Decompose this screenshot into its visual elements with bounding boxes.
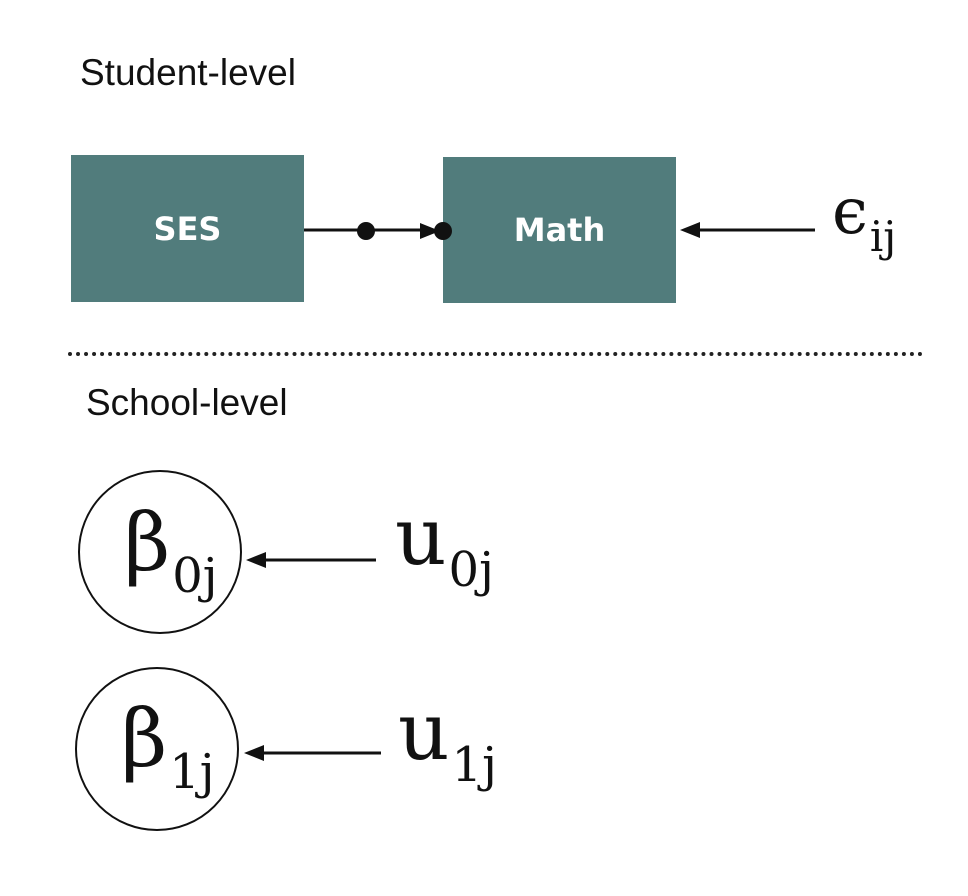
u1-to-beta1-arrowhead xyxy=(244,745,264,761)
u-1j-symbol: u1j xyxy=(398,685,497,793)
math-node: Math xyxy=(443,157,676,303)
beta1-base: β xyxy=(121,692,168,785)
ses-to-math-arrowhead xyxy=(420,223,440,239)
u0-base: u xyxy=(395,490,447,583)
epsilon-ij-symbol: ϵij xyxy=(832,175,896,261)
math-input-point xyxy=(434,222,452,240)
u0-to-beta0-arrowhead xyxy=(246,552,266,568)
math-node-label: Math xyxy=(513,211,606,249)
level-divider xyxy=(68,352,923,356)
beta-1j-symbol: β1j xyxy=(121,692,215,800)
moderation-point xyxy=(357,222,375,240)
u0-subscript: 0j xyxy=(448,542,494,598)
beta0-node xyxy=(78,470,242,634)
epsilon-to-math-arrowhead xyxy=(680,222,700,238)
ses-node: SES xyxy=(71,155,304,302)
beta-0j-symbol: β0j xyxy=(124,496,218,604)
epsilon-subscript: ij xyxy=(869,212,897,261)
beta1-subscript: 1j xyxy=(169,744,215,800)
beta0-base: β xyxy=(124,496,171,589)
student-level-heading: Student-level xyxy=(80,52,296,93)
beta1-node xyxy=(75,667,239,831)
ses-node-label: SES xyxy=(153,209,222,248)
school-level-heading: School-level xyxy=(86,382,288,423)
beta0-subscript: 0j xyxy=(172,548,218,604)
epsilon-base: ϵ xyxy=(832,175,868,249)
u1-subscript: 1j xyxy=(451,737,497,793)
u1-base: u xyxy=(398,685,450,778)
u-0j-symbol: u0j xyxy=(395,490,494,598)
